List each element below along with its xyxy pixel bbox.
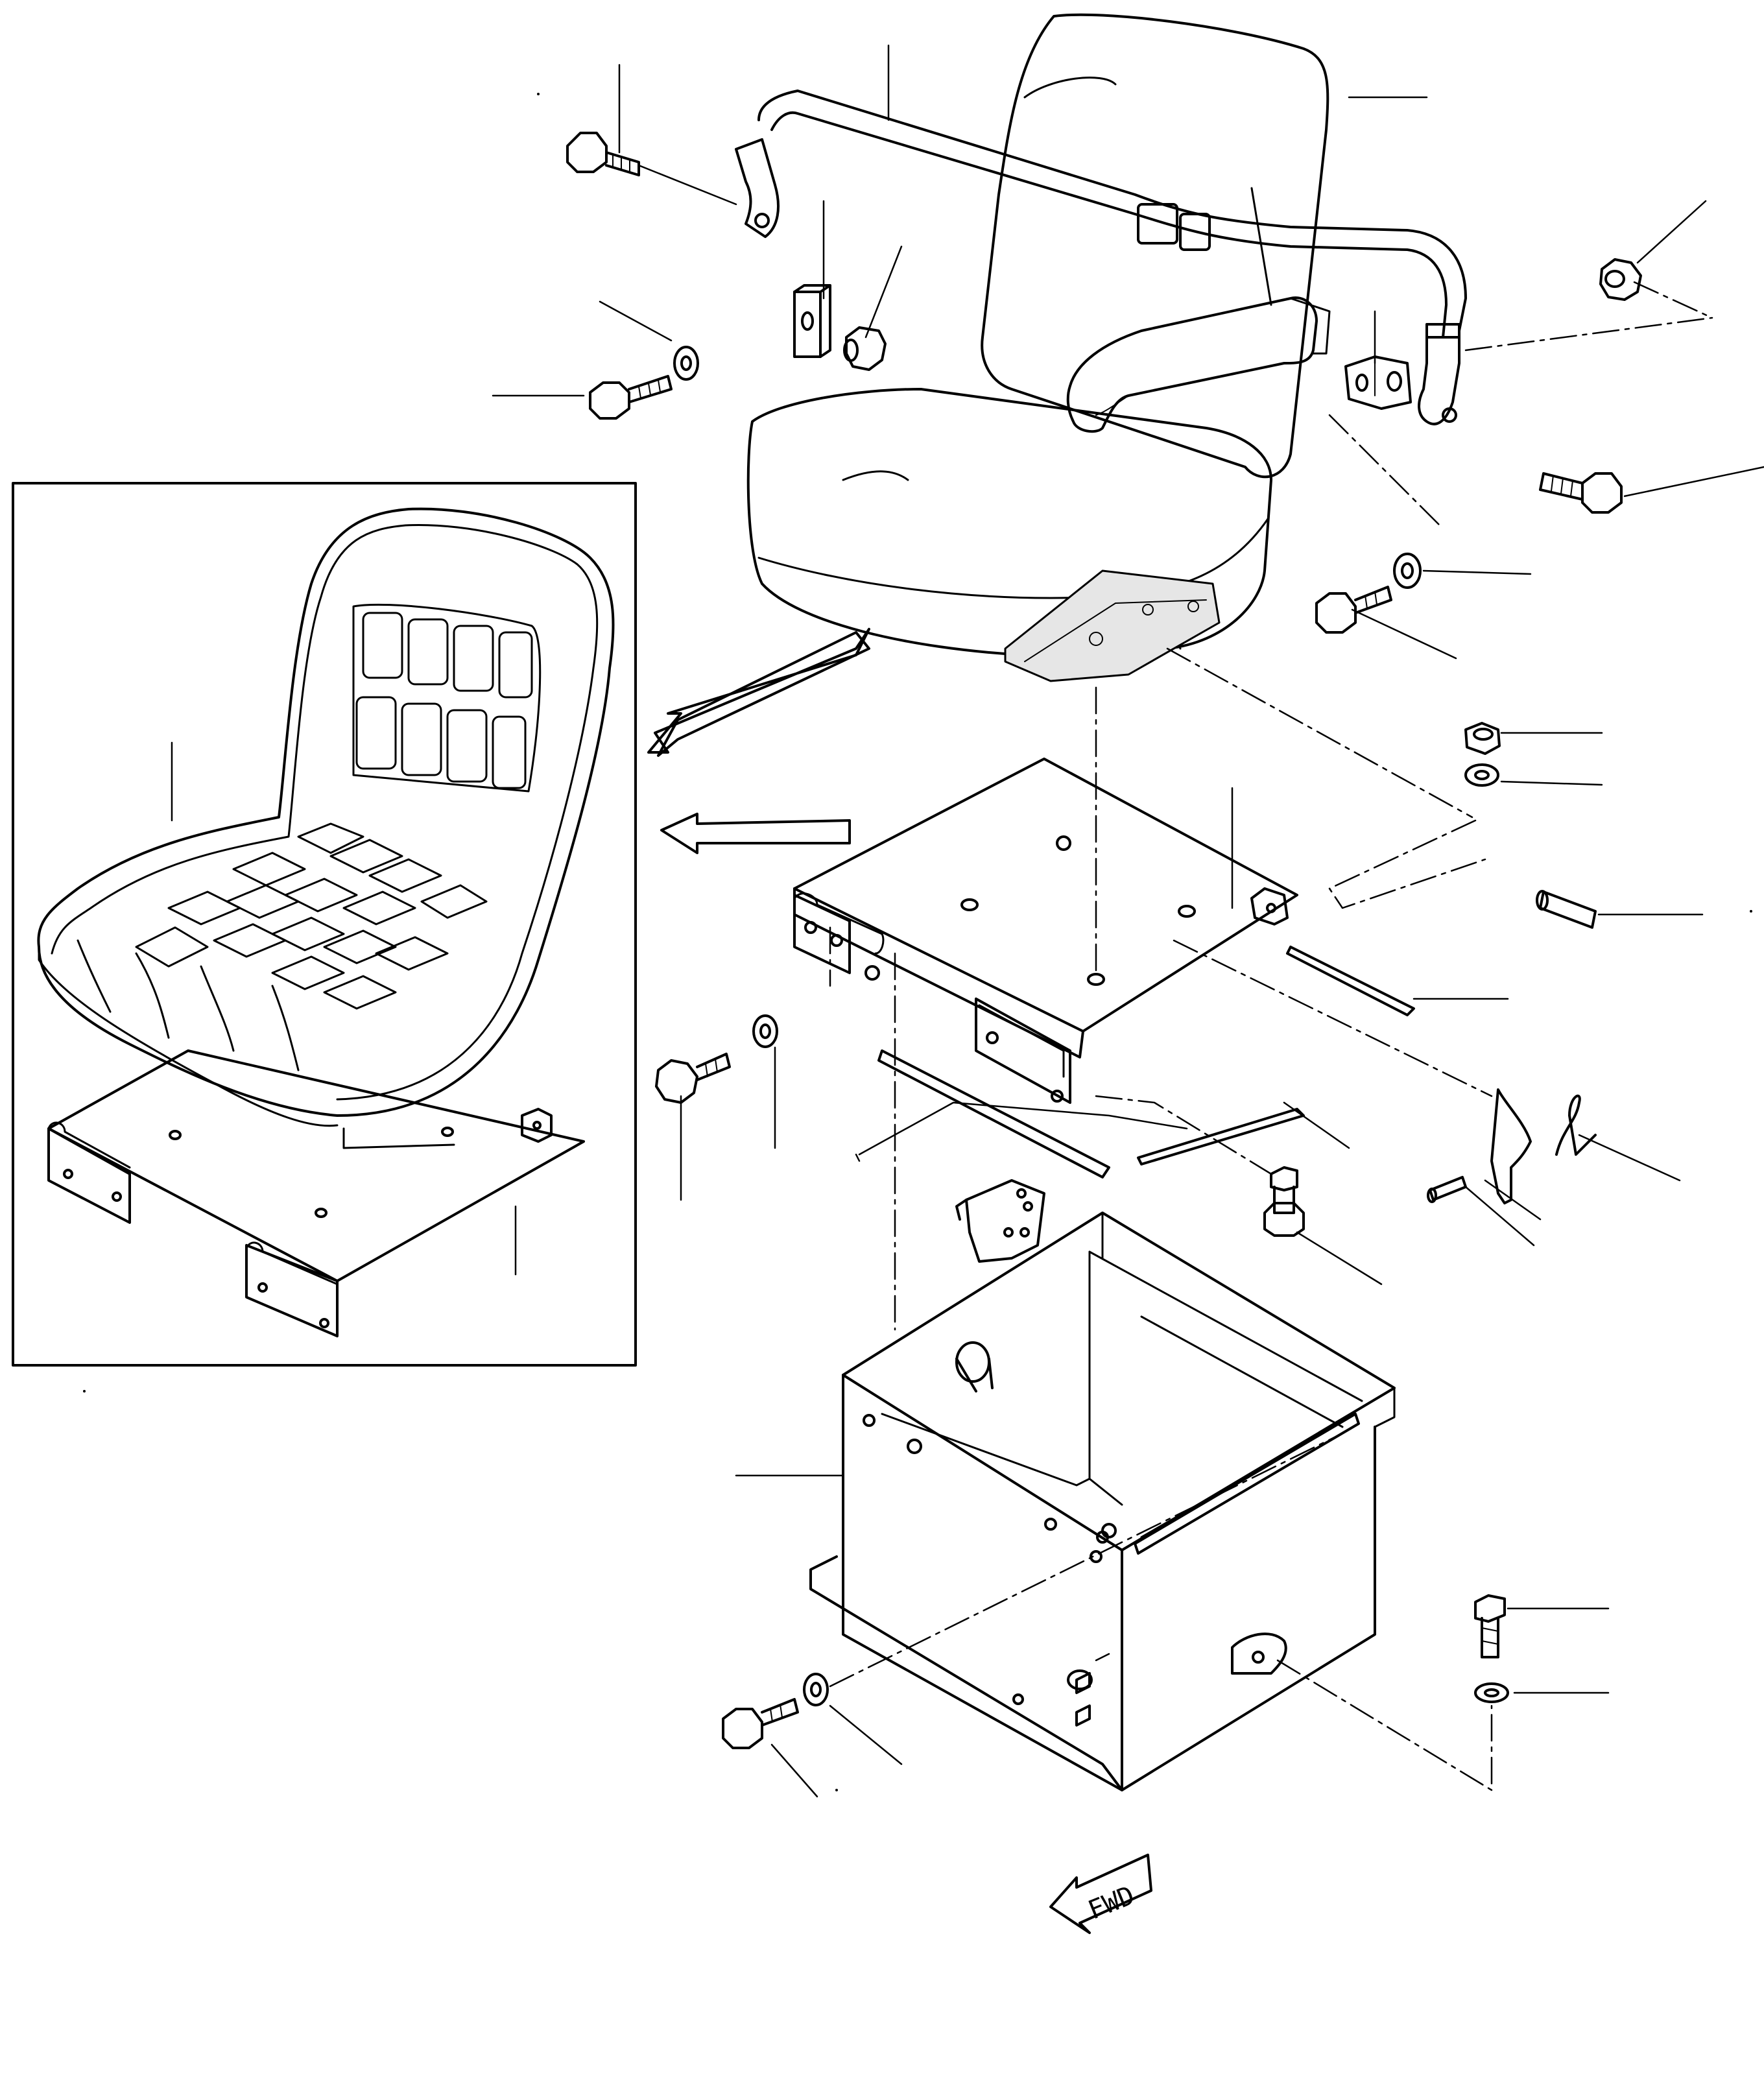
box-hinge-bracket — [1231, 1632, 1287, 1675]
nut-upper-right — [1599, 258, 1642, 301]
washer-mid-lower-left — [752, 1014, 778, 1048]
arrow-indicator-horizontal — [660, 813, 851, 854]
suspension-seat — [746, 13, 1331, 682]
slide-plate — [793, 758, 1298, 1104]
capscrew-lower-right — [1474, 1594, 1506, 1658]
pin-right — [1536, 890, 1597, 929]
latch-lever — [1490, 1088, 1532, 1204]
side-bracket — [965, 1179, 1045, 1263]
bracket-plate-left — [793, 284, 831, 358]
nut-right-mid — [1464, 722, 1501, 755]
washer-lower-left — [803, 1673, 829, 1706]
fwd-label: FWD — [1084, 1880, 1139, 1926]
bracket-plate-right — [1344, 355, 1412, 410]
assembly-center-lines — [829, 281, 1713, 1791]
seat-belt — [735, 90, 1467, 425]
inset-seat-shell — [37, 507, 615, 1117]
seat-backrest — [981, 13, 1329, 479]
capscrew-lower-left — [722, 1698, 799, 1749]
seat-armrest — [1066, 296, 1318, 433]
fwd-arrow-indicator: FWD — [1049, 1854, 1152, 1934]
callout-leader-lines — [171, 44, 1764, 1798]
rails — [877, 946, 1415, 1178]
inset-alternate-seat — [12, 482, 637, 1367]
capscrew-mid-lower-left — [655, 1053, 731, 1104]
spring — [1555, 1094, 1597, 1156]
seat-cushion — [746, 388, 1272, 656]
washer-left — [673, 346, 699, 381]
inset-frame — [12, 482, 637, 1367]
capscrew-right-belt — [1539, 472, 1623, 514]
seat-belt-buckle — [1137, 203, 1178, 245]
capscrew-vertical-mid — [1263, 1166, 1305, 1237]
seat-suspension-base — [1004, 569, 1221, 682]
cylinder — [955, 1341, 990, 1383]
pin-lower — [1427, 1176, 1467, 1203]
capscrew-right-mid — [1315, 586, 1392, 634]
inset-base-plate — [47, 1049, 585, 1282]
washer-right-mid — [1464, 763, 1499, 787]
capscrew-upper-left — [566, 132, 640, 176]
capscrew-mid-left — [589, 375, 673, 420]
nut-left — [843, 326, 887, 371]
washer-lower-right — [1474, 1682, 1509, 1703]
inset-backrest-panels — [352, 603, 542, 793]
washer-right — [1393, 553, 1422, 589]
inset-cushion-panels — [135, 822, 488, 1010]
arrow-indicator-diagonal — [647, 628, 870, 757]
seat-box — [809, 1179, 1396, 1791]
